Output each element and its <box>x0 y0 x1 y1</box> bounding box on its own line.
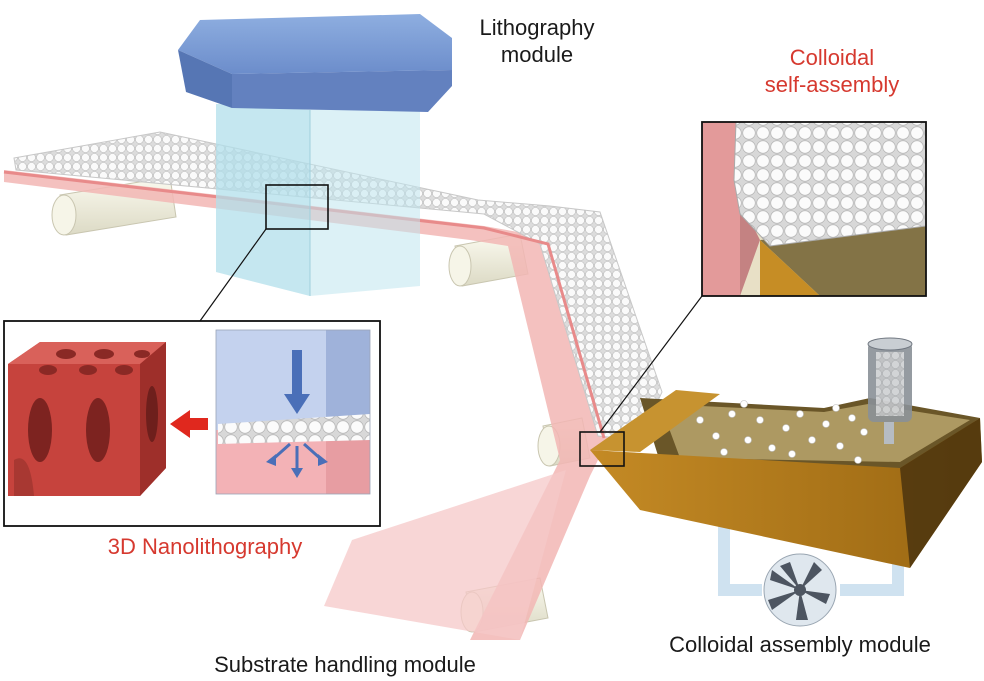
dispenser-syringe <box>867 337 913 444</box>
lithography-block-top <box>178 14 452 74</box>
assembly-focus-box <box>579 431 625 467</box>
colloidal-label-line2: self-assembly <box>764 72 900 97</box>
nanostructure <box>8 342 166 496</box>
trough-front <box>590 418 982 568</box>
nanolithography-label: 3D Nanolithography <box>107 534 303 559</box>
colloidal-assembly-label: Colloidal assembly module <box>669 632 931 657</box>
floating-particles <box>696 400 868 464</box>
lithography-module <box>178 14 452 296</box>
lithography-label-line2: module <box>500 42 574 67</box>
lithography-block-front <box>178 50 232 108</box>
colloidal-self-assembly-label: Colloidal self-assembly <box>742 44 922 98</box>
diffusion-arrows-icon <box>266 442 328 478</box>
impeller-icon <box>768 562 830 620</box>
substrate-handling-label: Substrate handling module <box>214 652 476 677</box>
light-column-back <box>216 104 420 296</box>
lithography-focus-box <box>265 184 329 230</box>
colloidal-label-line1: Colloidal <box>789 45 875 70</box>
lithography-module-label: Lithography module <box>452 14 622 68</box>
arrow-left-icon <box>170 410 208 438</box>
light-column-front <box>216 104 310 296</box>
substrate-sheet <box>324 470 566 640</box>
substrate-handling-module <box>3 131 663 640</box>
lithography-label-line1: Lithography <box>479 15 595 40</box>
pump <box>718 510 904 627</box>
nanolithography-inset <box>3 228 381 527</box>
colloidal-assembly-module <box>579 337 982 627</box>
self-assembly-zoom-panel <box>599 121 927 433</box>
arrow-down-icon <box>284 350 310 414</box>
